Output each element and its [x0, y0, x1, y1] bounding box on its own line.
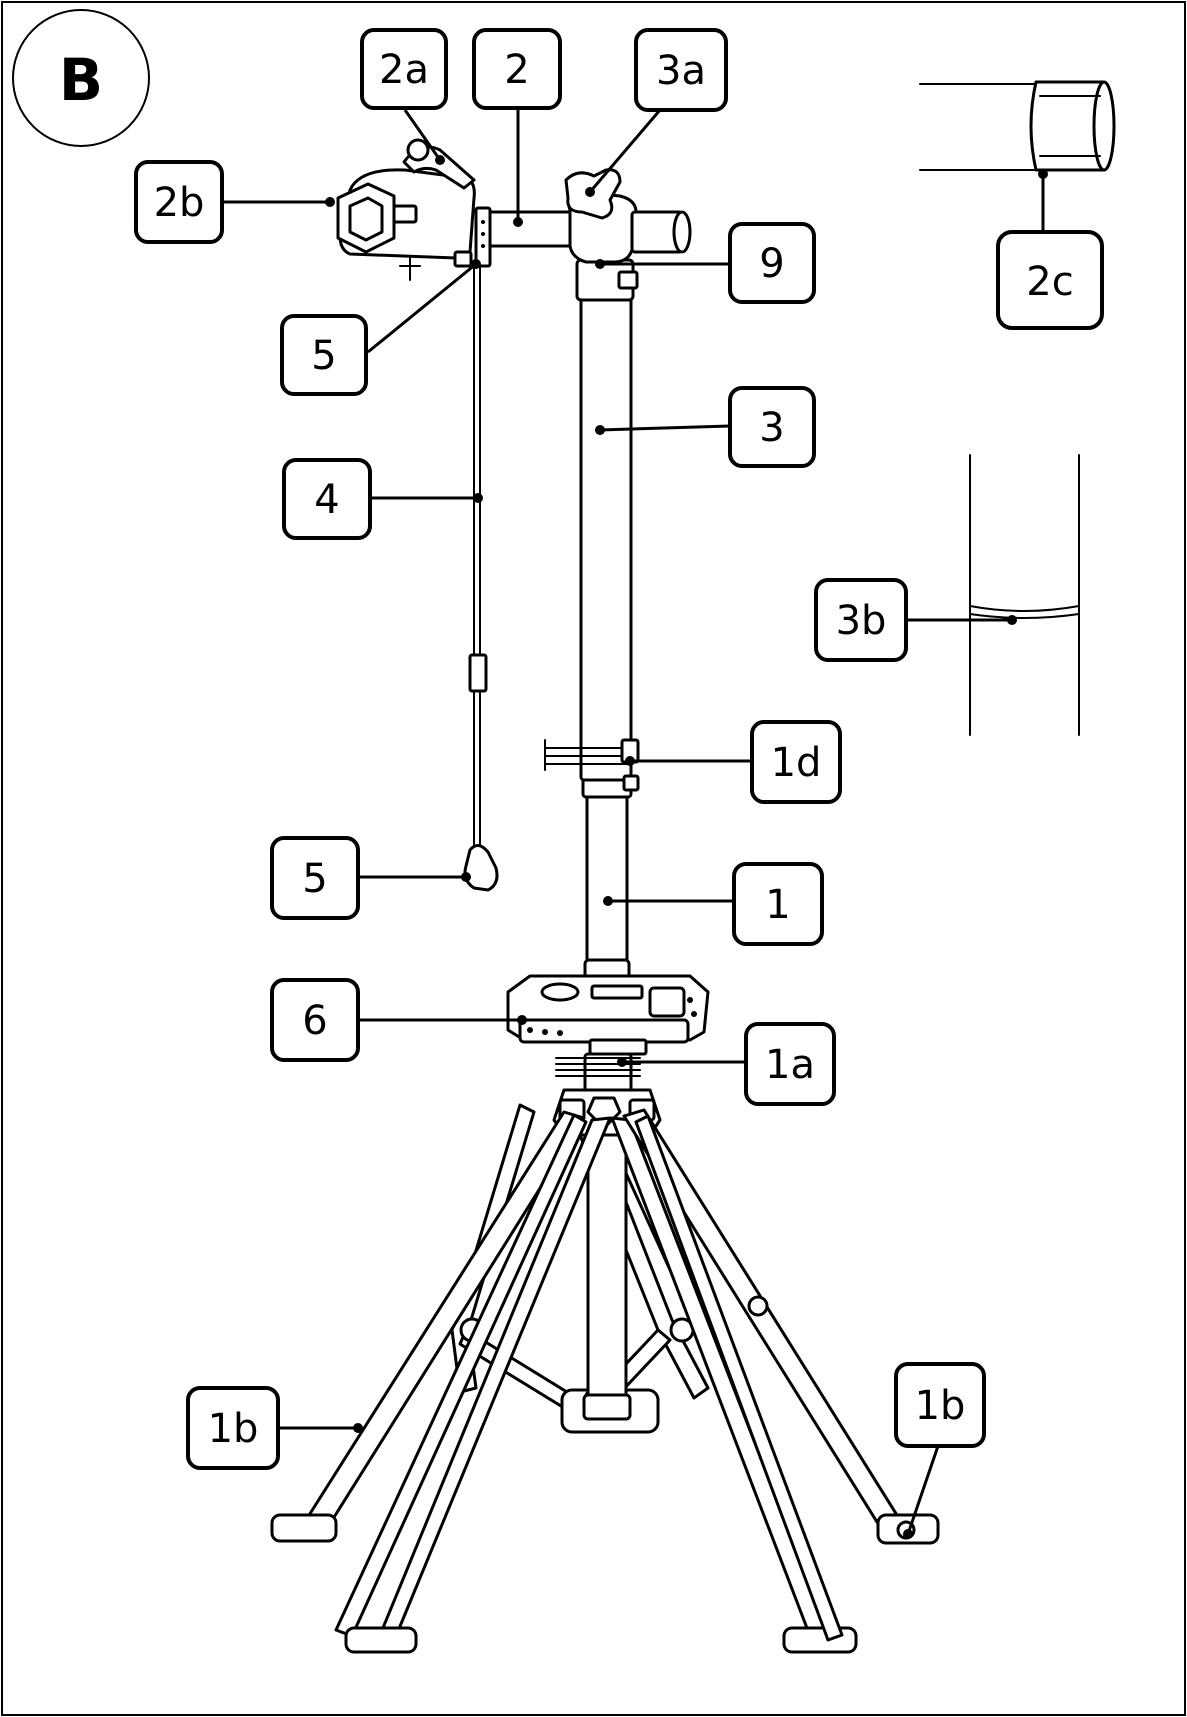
rotation-knob [564, 168, 692, 264]
callout-3b: 3b [814, 578, 908, 662]
svg-text:5: 5 [302, 856, 327, 902]
callout-9: 9 [728, 222, 816, 304]
callout-1a: 1a [744, 1022, 836, 1106]
svg-text:5: 5 [311, 333, 336, 379]
svg-text:4: 4 [314, 477, 339, 523]
callout-2a: 2a [360, 28, 448, 110]
tool-tray [506, 974, 710, 1056]
inset-tube-joint [969, 454, 1080, 736]
stand-illustration [270, 80, 1116, 1654]
safety-strap [463, 267, 499, 892]
svg-text:3: 3 [759, 405, 784, 451]
leader-dots [325, 155, 1048, 1539]
svg-text:2: 2 [504, 47, 529, 93]
callout-2b: 2b [134, 160, 224, 244]
figure-badge: B [12, 9, 150, 147]
callout-1d: 1d [750, 720, 842, 804]
svg-text:2c: 2c [1026, 259, 1073, 305]
callout-2: 2 [472, 28, 562, 110]
svg-text:1d: 1d [771, 740, 822, 786]
svg-text:6: 6 [302, 998, 327, 1044]
lower-tube [581, 773, 633, 1421]
callout-5-bottom: 5 [270, 836, 360, 920]
svg-text:1a: 1a [765, 1042, 815, 1088]
inset-tube-end [919, 80, 1116, 172]
callout-3: 3 [728, 386, 816, 468]
svg-text:3a: 3a [656, 48, 706, 94]
figure-label: B [59, 46, 103, 114]
svg-text:1b: 1b [208, 1406, 259, 1452]
callout-5-top: 5 [280, 314, 368, 396]
svg-text:1: 1 [765, 882, 790, 928]
upper-tube [544, 258, 640, 792]
front-legs [270, 1108, 940, 1654]
callout-1b-right: 1b [894, 1362, 986, 1448]
callout-1: 1 [732, 862, 824, 946]
callout-1b-left: 1b [186, 1386, 280, 1470]
svg-text:9: 9 [759, 241, 784, 287]
top-arm [474, 206, 590, 268]
svg-text:3b: 3b [836, 598, 887, 644]
svg-text:2a: 2a [379, 47, 429, 93]
callout-6: 6 [270, 978, 360, 1062]
callout-2c: 2c [996, 230, 1104, 330]
svg-text:1b: 1b [915, 1383, 966, 1429]
callout-4: 4 [282, 458, 372, 540]
callout-3a: 3a [634, 28, 728, 112]
clamp-head [336, 138, 476, 281]
svg-text:2b: 2b [154, 180, 205, 226]
